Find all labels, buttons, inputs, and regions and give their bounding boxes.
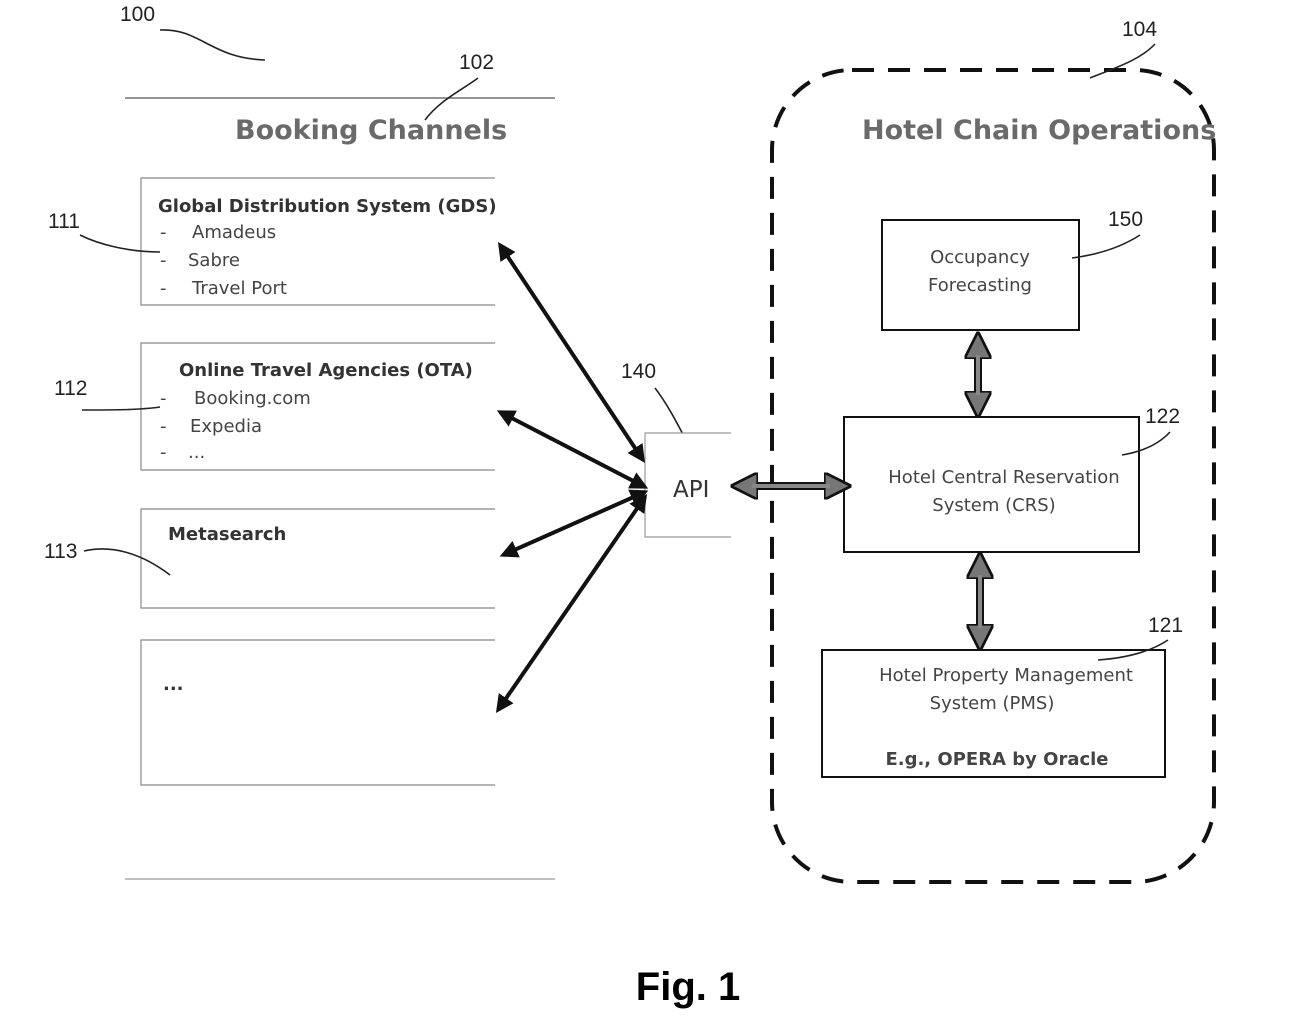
- gds-item-sabre: Sabre: [188, 250, 240, 271]
- other-channels-ellipsis: ...: [163, 674, 184, 695]
- leader-140: [655, 388, 686, 440]
- ref-121: 121: [1148, 614, 1183, 637]
- ref-100: 100: [120, 3, 155, 26]
- leader-100: [160, 30, 265, 60]
- forecasting-line-1: Occupancy: [930, 247, 1030, 268]
- forecasting-line-2: Forecasting: [928, 275, 1032, 296]
- ota-dash-2: -: [160, 416, 167, 437]
- ref-112: 112: [54, 377, 87, 400]
- gds-item-amadeus: Amadeus: [192, 222, 276, 243]
- ref-104: 104: [1122, 18, 1157, 41]
- gds-dash-2: -: [160, 250, 167, 271]
- ota-item-more: ...: [188, 442, 205, 463]
- metasearch-title: Metasearch: [168, 524, 286, 545]
- ota-title: Online Travel Agencies (OTA): [179, 360, 473, 381]
- booking-channels-title: Booking Channels: [235, 115, 507, 146]
- ref-122: 122: [1145, 405, 1180, 428]
- api-label: API: [673, 477, 709, 503]
- arrow-metasearch-api: [503, 492, 645, 555]
- ota-item-booking: Booking.com: [194, 388, 311, 409]
- arrow-ota-api: [500, 412, 645, 487]
- gds-title: Global Distribution System (GDS): [158, 196, 497, 217]
- leader-150: [1072, 235, 1140, 258]
- crs-line-1: Hotel Central Reservation: [888, 467, 1119, 488]
- leader-102: [425, 78, 478, 120]
- arrow-gds-api: [500, 245, 643, 460]
- crs-line-2: System (CRS): [932, 495, 1055, 516]
- pms-line-2: System (PMS): [930, 693, 1055, 714]
- ref-150: 150: [1108, 208, 1143, 231]
- ref-111: 111: [48, 210, 80, 233]
- leader-104: [1090, 44, 1155, 78]
- gds-dash-3: -: [160, 278, 167, 299]
- gds-item-travelport: Travel Port: [191, 278, 287, 299]
- ota-dash-3: -: [160, 442, 167, 463]
- leader-112: [82, 407, 160, 410]
- pms-example: E.g., OPERA by Oracle: [885, 749, 1108, 770]
- ota-item-expedia: Expedia: [190, 416, 262, 437]
- leader-111: [80, 235, 160, 252]
- other-channels-box: [141, 640, 495, 785]
- pms-line-1: Hotel Property Management: [879, 665, 1133, 686]
- leader-113: [84, 549, 170, 575]
- ref-102: 102: [459, 51, 494, 74]
- hotel-operations-title: Hotel Chain Operations: [862, 115, 1216, 146]
- figure-caption: Fig. 1: [636, 965, 740, 1009]
- ref-113: 113: [44, 540, 77, 563]
- gds-dash-1: -: [160, 222, 167, 243]
- ref-140: 140: [621, 360, 656, 383]
- ota-dash-1: -: [160, 388, 167, 409]
- arrow-other-api: [498, 497, 645, 710]
